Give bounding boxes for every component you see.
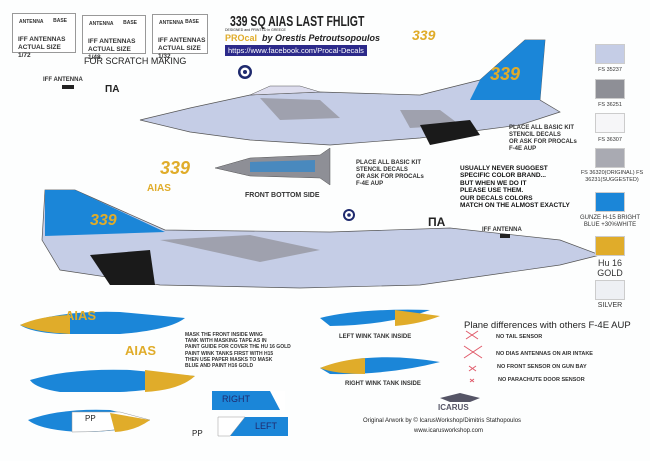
left-mask-label: LEFT xyxy=(255,421,278,431)
difference-item: NO FRONT SENSOR ON GUN BAY xyxy=(497,364,587,370)
note-line: PLACE ALL BASIC KIT xyxy=(509,125,575,131)
sheet-title: 339 SQ AIAS LAST FHLIGT xyxy=(230,13,365,30)
note-line: TANK WITH MASKING TAPE AS IN xyxy=(185,338,267,345)
base-label: BASE xyxy=(123,20,137,26)
base-label: BASE xyxy=(185,19,199,25)
swatch-label: FS 35237 xyxy=(598,67,622,73)
swatch-silver xyxy=(595,280,625,300)
note-line: STENCIL DECALS xyxy=(509,132,561,138)
upper-aircraft: 339 xyxy=(139,39,561,146)
credit-line: Original Arwork by © IcarusWorkshop/Dimi… xyxy=(363,418,522,424)
right-mask-label: RIGHT xyxy=(222,394,250,404)
note-line: PAINT WINK TANKS FIRST WITH H15 xyxy=(185,350,274,357)
aias-decal: AIAS xyxy=(125,343,156,358)
aias-tank-decal: AIAS xyxy=(65,308,97,323)
note-line: BUT WHEN WE DO IT xyxy=(460,179,527,187)
lower-aircraft: 339 xyxy=(41,189,602,289)
right-tank-label: RIGHT WINK TANK INSIDE xyxy=(345,381,421,387)
iff-antenna-label: IFF ANTENNA xyxy=(482,227,522,233)
left-tank-label: LEFT WINK TANK INSIDE xyxy=(339,334,412,340)
swatch-gunze-h15 xyxy=(595,192,625,212)
swatch-fs36251 xyxy=(595,79,625,99)
differences-title: Plane differences with others F-4E AUP xyxy=(464,320,631,331)
website-link[interactable]: www.icarusworkshop.com xyxy=(414,428,484,434)
icarus-logo-icon xyxy=(440,393,480,402)
pp-marking: PP xyxy=(192,429,203,438)
right-mask xyxy=(212,391,285,410)
aias-decal: AIAS xyxy=(147,183,171,194)
swatch-fs36307 xyxy=(595,113,625,133)
note-line: F-4E AUP xyxy=(356,181,384,187)
icarus-logo: ICARUS xyxy=(438,403,469,412)
note-line: OUR DECALS COLORS xyxy=(460,194,533,202)
note-line: SPECIFIC COLOR BRAND... xyxy=(460,172,546,180)
antenna-label: ANTENNA xyxy=(19,19,44,25)
note-line: THEN USE PAPER MASKS TO MASK xyxy=(185,356,273,363)
antenna-box-132: ANTENNA BASE IFF ANTENNAS ACTUAL SIZE 1/… xyxy=(152,14,208,60)
facebook-link[interactable]: https://www.facebook.com/Procal-Decals xyxy=(225,45,367,56)
box-caption: IFF ANTENNAS ACTUAL SIZE 1/48 xyxy=(88,38,136,61)
339-decal: 339 xyxy=(160,158,191,178)
scratch-label: FOR SCRATCH MAKING xyxy=(84,56,187,66)
difference-icons xyxy=(463,330,483,383)
front-bottom-label: FRONT BOTTOM SIDE xyxy=(245,192,320,199)
note-line: F-4E AUP xyxy=(509,146,537,152)
339-decal: 339 xyxy=(412,27,436,43)
brand-logo: PROcal xyxy=(225,33,258,43)
swatch-label: FS 36251 xyxy=(598,102,622,108)
antenna-label: ANTENNA xyxy=(159,20,184,26)
note-line: OR ASK FOR PROCALs xyxy=(509,139,577,145)
svg-text:339: 339 xyxy=(90,212,117,229)
swatch-label: FS 36320(ORIGINAL) FS 36231(SUGGESTED) xyxy=(580,170,644,183)
swatch-label: FS 36307 xyxy=(598,137,622,143)
box-caption: IFF ANTENNAS ACTUAL SIZE 1/72 xyxy=(18,36,66,59)
swatch-label: Hu 16 GOLD xyxy=(597,258,623,278)
note-line: PLEASE USE THEM. xyxy=(460,187,524,195)
swatch-fs36320 xyxy=(595,148,625,168)
pp-tank: PP xyxy=(85,414,96,423)
svg-text:339: 339 xyxy=(490,64,520,84)
note-line: USUALLY NEVER SUGGEST xyxy=(460,165,548,172)
antenna-box-172: ANTENNA BASE IFF ANTENNAS ACTUAL SIZE 1/… xyxy=(12,13,76,59)
byline: by Orestis Petroutsopoulos xyxy=(262,33,381,43)
antenna-label: ANTENNA xyxy=(89,21,114,27)
note-line: STENCIL DECALS xyxy=(356,167,408,173)
swatch-label: GUNZE H-15 BRIGHT BLUE +30%WHITE xyxy=(579,215,640,228)
iff-antenna-icon xyxy=(500,234,510,238)
designed-label: DESIGNED and PRINTED in GREECE xyxy=(225,28,286,32)
swatch-label: SILVER xyxy=(597,302,623,309)
note-line: MASK THE FRONT INSIDE WING xyxy=(185,332,263,338)
iff-antenna-icon xyxy=(62,85,74,89)
swatch-hu16-gold xyxy=(595,236,625,256)
base-label: BASE xyxy=(53,18,67,24)
swatch-fs35237 xyxy=(595,44,625,64)
note-line: BLUE AND PAINT H16 GOLD xyxy=(185,363,254,370)
antenna-box-148: ANTENNA BASE IFF ANTENNAS ACTUAL SIZE 1/… xyxy=(82,15,146,61)
wing-tanks xyxy=(20,309,440,433)
difference-item: NO PARACHUTE DOOR SENSOR xyxy=(498,377,585,383)
note-line: OR ASK FOR PROCALs xyxy=(356,174,424,180)
pa-marking: ΠΑ xyxy=(105,84,120,95)
difference-item: NO DIAS ANTENNAS ON AIR INTAKE xyxy=(496,351,593,357)
difference-item: NO TAIL SENSOR xyxy=(496,334,543,340)
iff-antenna-label: IFF ANTENNA xyxy=(43,77,83,83)
pa-marking: ΠΑ xyxy=(428,215,446,229)
box-caption: IFF ANTENNAS ACTUAL SIZE 1/32 xyxy=(158,37,206,60)
note-line: PAINT GUIDE FOR COVER THE HU 16 GOLD xyxy=(185,344,291,351)
note-line: PLACE ALL BASIC KIT xyxy=(356,160,422,166)
note-line: MATCH ON THE ALMOST EXACTLY xyxy=(460,202,570,210)
